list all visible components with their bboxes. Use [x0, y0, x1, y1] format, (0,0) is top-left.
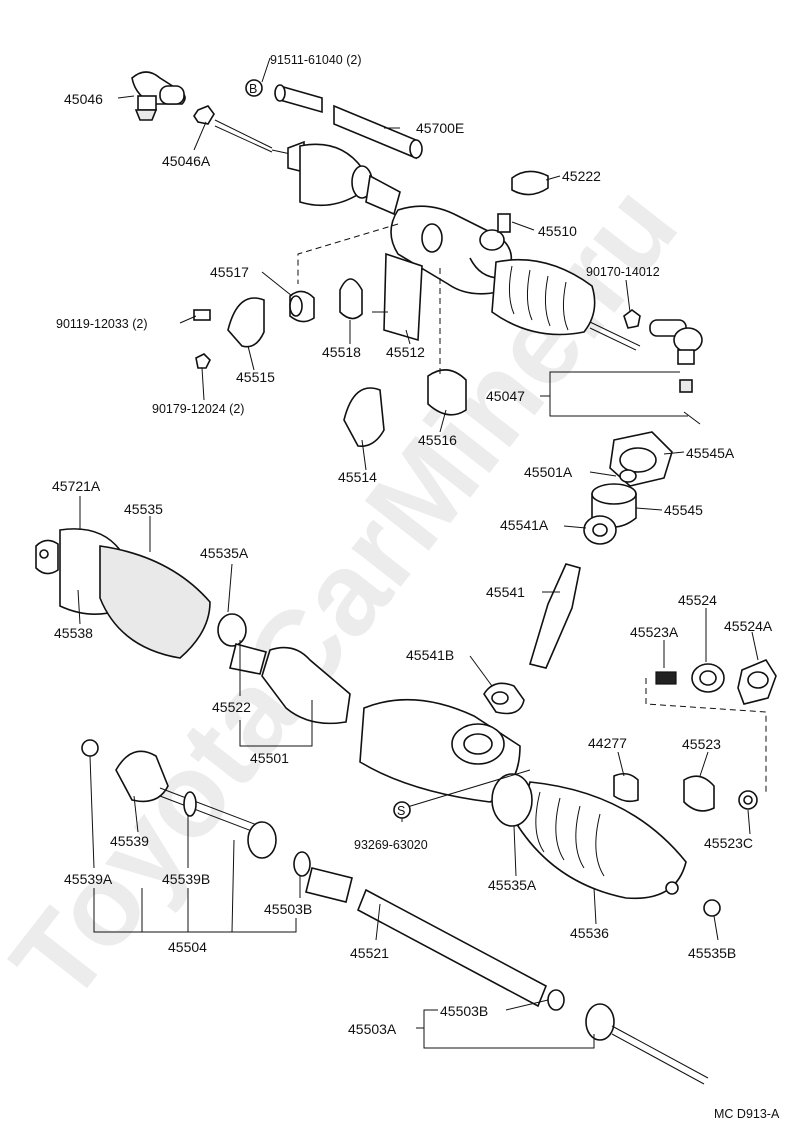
rack-guide-45523	[683, 775, 715, 812]
lock-nut	[193, 105, 215, 125]
rack-tube-45501	[261, 646, 351, 725]
label-45510: 45510	[538, 223, 577, 239]
label-45503A: 45503A	[348, 1021, 397, 1037]
label-45539A: 45539A	[64, 871, 113, 887]
label-45524: 45524	[678, 592, 717, 608]
label-45541: 45541	[486, 584, 525, 600]
label-45536: 45536	[570, 925, 609, 941]
yoke-parts	[613, 659, 777, 812]
label-90170-14012: 90170-14012	[586, 265, 660, 279]
label-45545A: 45545A	[686, 445, 735, 461]
clip-left	[81, 739, 99, 757]
rod-45521	[305, 867, 353, 903]
label-45046: 45046	[64, 91, 103, 107]
callout-b-marker	[245, 79, 263, 97]
label-90119-12033: 90119-12033 (2)	[56, 317, 148, 331]
label-45538: 45538	[54, 625, 93, 641]
lower-rack-assembly	[35, 528, 687, 900]
label-45700E: 45700E	[416, 120, 464, 136]
label-45541A: 45541A	[500, 517, 549, 533]
boot-45536	[517, 781, 687, 900]
label-45522: 45522	[212, 699, 251, 715]
label-90179-12024: 90179-12024 (2)	[152, 402, 244, 416]
label-44277: 44277	[588, 735, 627, 751]
leader-lines	[77, 57, 759, 1049]
label-45501: 45501	[250, 750, 289, 766]
pinion-group	[483, 431, 673, 715]
upper-rack-assembly	[131, 71, 703, 447]
inner-tie-rod-group	[81, 739, 721, 1085]
label-45503B-left: 45503B	[264, 901, 312, 917]
label-45518: 45518	[322, 344, 361, 360]
spring	[655, 671, 677, 685]
label-45545: 45545	[664, 502, 703, 518]
left-boot	[287, 140, 401, 216]
label-45535A-bottom: 45535A	[488, 877, 537, 893]
label-45539: 45539	[110, 833, 149, 849]
bracket-plate	[383, 252, 423, 342]
boot-clamp-45539	[115, 750, 169, 803]
callout-s: S	[397, 804, 405, 818]
label-45047: 45047	[486, 388, 525, 404]
clip-right	[703, 899, 721, 917]
grommet	[339, 278, 363, 320]
label-45523: 45523	[682, 736, 721, 752]
label-45503B-right: 45503B	[440, 1003, 488, 1019]
label-45535A-top: 45535A	[200, 545, 249, 561]
boot-tube	[274, 84, 423, 160]
rack-guide-44277	[613, 772, 639, 803]
label-45521: 45521	[350, 945, 389, 961]
label-45524A: 45524A	[724, 618, 773, 634]
bracket-cushion	[427, 369, 467, 416]
label-45515: 45515	[236, 369, 275, 385]
diagram-code: MC D913-A	[714, 1107, 780, 1121]
nut	[195, 353, 211, 369]
label-45222: 45222	[562, 168, 601, 184]
label-45501A: 45501A	[524, 464, 573, 480]
right-boot	[491, 259, 641, 351]
label-45539B: 45539B	[162, 871, 210, 887]
label-45523A: 45523A	[630, 624, 679, 640]
label-45046A: 45046A	[162, 153, 211, 169]
label-45514: 45514	[338, 469, 377, 485]
pinion-shaft	[528, 563, 581, 669]
label-45541B: 45541B	[406, 647, 454, 663]
label-45517: 45517	[210, 264, 249, 280]
label-45523C: 45523C	[704, 835, 753, 851]
label-45504: 45504	[168, 939, 207, 955]
tie-rod-end-right	[623, 309, 703, 425]
label-91511-61040: 91511-61040 (2)	[270, 53, 362, 67]
callout-b: B	[249, 82, 257, 96]
label-45721A: 45721A	[52, 478, 101, 494]
tie-rod-end-left	[131, 71, 186, 121]
bracket-left	[227, 297, 265, 348]
bracket-right	[343, 387, 385, 447]
label-45535: 45535	[124, 501, 163, 517]
part-labels: 45046 45046A 91511-61040 (2) 45700E 4522…	[52, 53, 780, 1121]
label-45512: 45512	[386, 344, 425, 360]
label-93269-63020: 93269-63020	[354, 838, 428, 852]
dust-cover	[511, 170, 549, 196]
label-45535B: 45535B	[688, 945, 736, 961]
label-45516: 45516	[418, 432, 457, 448]
gear-housing	[390, 205, 513, 295]
